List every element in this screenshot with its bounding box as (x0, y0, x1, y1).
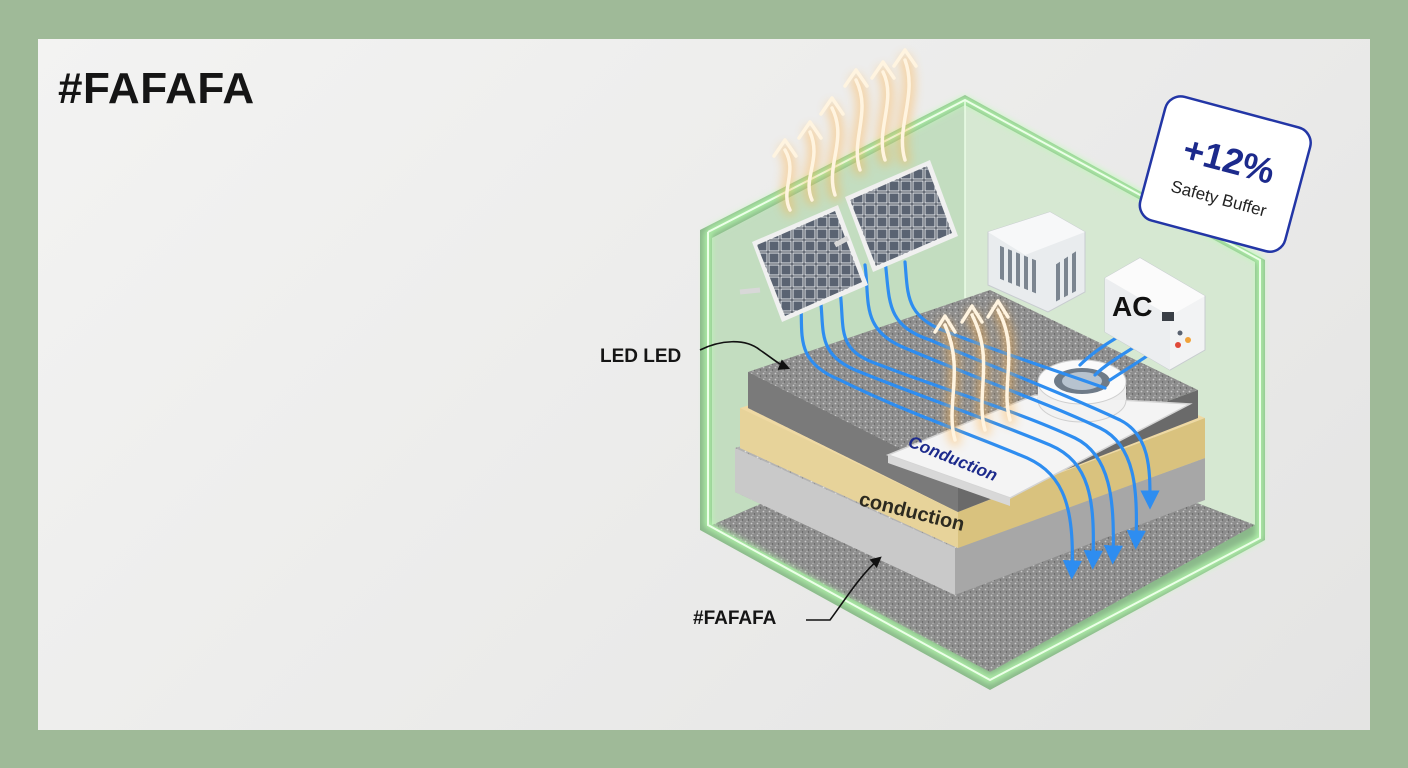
vent-unit-icon (987, 211, 1086, 313)
page-title: #FAFAFA (58, 64, 255, 113)
led-callout: LED LED (600, 340, 791, 370)
cool-flow-line (883, 258, 1160, 510)
cool-flow-line (818, 293, 1103, 570)
cool-flow-line (798, 288, 1083, 580)
base-callout: #FAFAFA (693, 556, 882, 629)
safety-buffer-badge: +12% Safety Buffer (1138, 95, 1312, 253)
heat-arrow-icon (843, 68, 869, 172)
heat-arrow-icon (960, 304, 987, 432)
led-label: LED LED (600, 346, 681, 367)
solar-panel-icon (833, 160, 958, 272)
leader-arrow-icon (806, 556, 882, 621)
ac-control-icon: AC (1104, 257, 1206, 371)
heat-arrows-roof (772, 48, 918, 216)
base-label: #FAFAFA (693, 608, 777, 629)
heat-arrow-icon (870, 60, 896, 162)
heat-arrow-icon (986, 299, 1012, 422)
leader-arrow-icon (699, 340, 791, 370)
ac-label: AC (1112, 291, 1152, 322)
cool-flow-line (838, 288, 1123, 565)
heat-arrow-icon (772, 138, 798, 212)
heat-arrow-icon (892, 48, 918, 162)
heat-arrow-icon (819, 96, 845, 197)
heat-arrow-icon (933, 314, 957, 442)
heat-arrow-icon (797, 120, 823, 202)
heat-arrows-floor (933, 299, 1016, 446)
solar-panel-icon (739, 205, 868, 322)
